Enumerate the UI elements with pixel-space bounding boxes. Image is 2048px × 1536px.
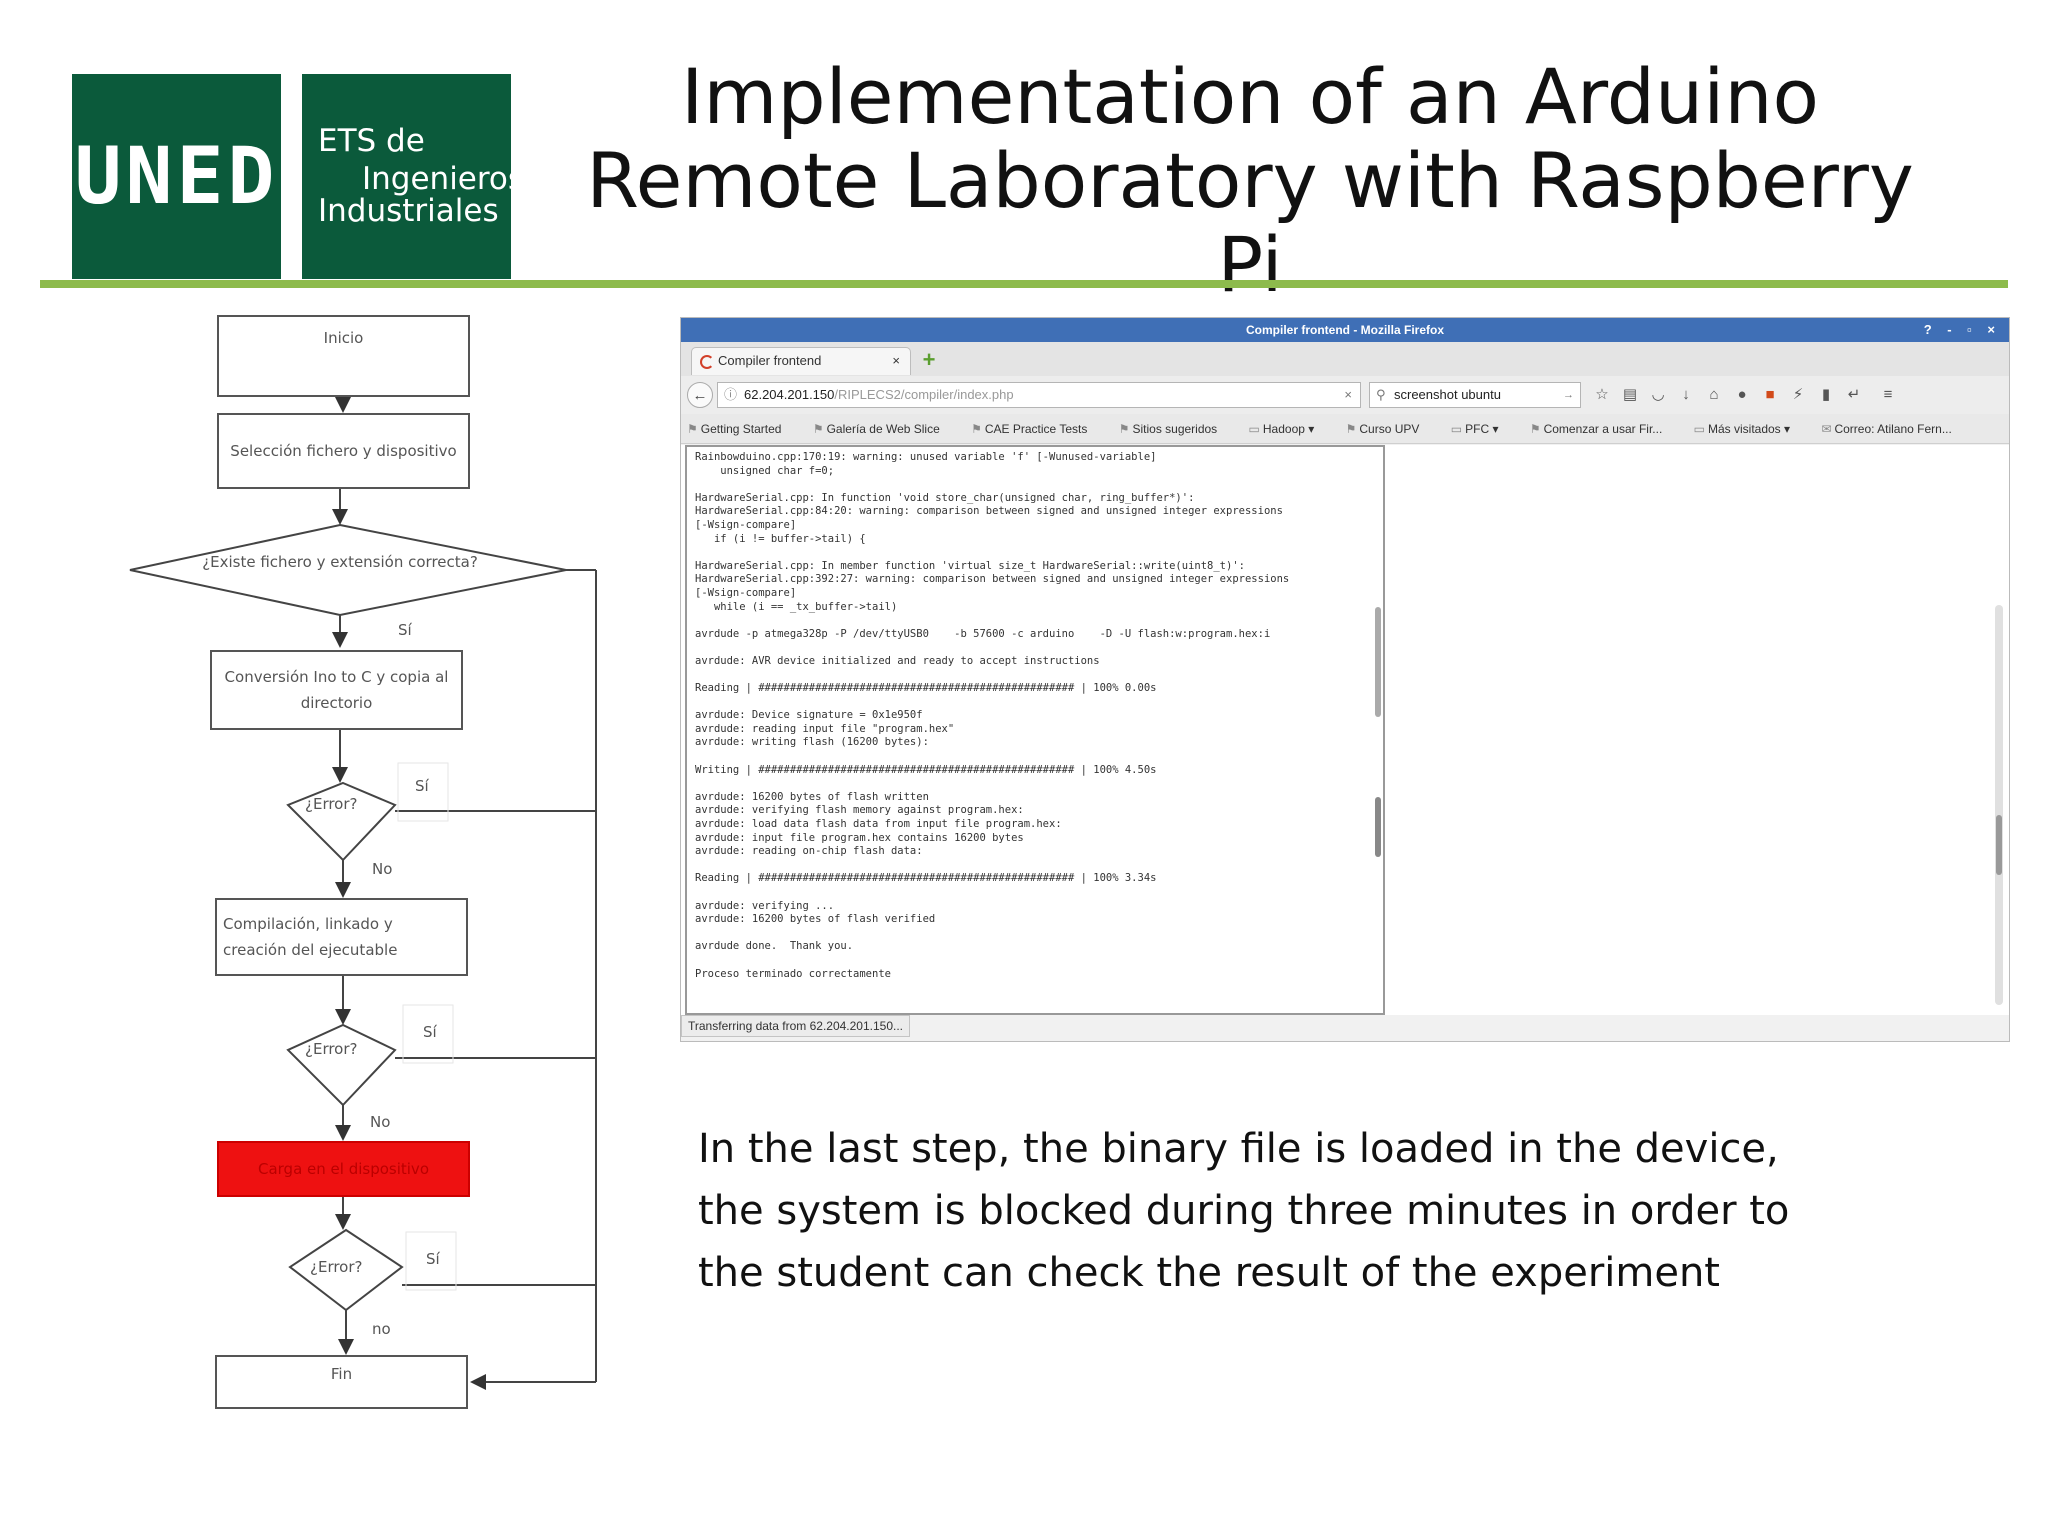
- flow-no-label-3: no: [372, 1320, 391, 1338]
- search-box[interactable]: ⚲ screenshot ubuntu →: [1369, 382, 1581, 408]
- window-title: Compiler frontend - Mozilla Firefox: [1245, 323, 1444, 337]
- title-divider: [40, 280, 2008, 288]
- translate-icon[interactable]: ↵: [1847, 386, 1861, 403]
- flow-error-label-3: ¿Error?: [310, 1258, 363, 1276]
- bookmark-mas-visitados[interactable]: ▭Más visitados ▾: [1693, 422, 1791, 436]
- ets-logo-line2: Ingenieros: [362, 161, 525, 197]
- url-path: /RIPLECS2/compiler/index.php: [834, 387, 1014, 402]
- flow-end-box: Fin: [215, 1355, 468, 1409]
- flow-start-box: Inicio: [217, 315, 470, 397]
- slide-caption: In the last step, the binary file is loa…: [698, 1118, 1898, 1304]
- bookmark-cae-tests[interactable]: ⚑CAE Practice Tests: [971, 422, 1088, 436]
- flow-select-box: Selección fichero y dispositivo: [217, 413, 470, 489]
- clipboard-icon[interactable]: ▮: [1821, 386, 1831, 403]
- textarea-scrollbar[interactable]: [1375, 607, 1381, 717]
- window-controls[interactable]: ? - ▫ ×: [1923, 322, 2001, 337]
- menu-icon[interactable]: ≡: [1883, 386, 1893, 403]
- download-icon[interactable]: ↓: [1682, 386, 1690, 403]
- bookmark-correo[interactable]: ✉Correo: Atilano Fern...: [1821, 422, 1952, 436]
- window-titlebar: Compiler frontend - Mozilla Firefox ? - …: [681, 318, 2009, 342]
- url-bar[interactable]: ⓘ 62.204.201.150/RIPLECS2/compiler/index…: [717, 382, 1361, 408]
- back-button[interactable]: ←: [687, 382, 713, 408]
- chat-icon[interactable]: ●: [1737, 386, 1747, 403]
- bookmark-comenzar[interactable]: ⚑Comenzar a usar Fir...: [1529, 422, 1663, 436]
- page-content: Rainbowduino.cpp:170:19: warning: unused…: [681, 445, 2009, 1015]
- info-icon[interactable]: ⓘ: [724, 387, 738, 402]
- flowchart: Inicio Selección fichero y dispositivo ¿…: [120, 305, 620, 1420]
- tab-bar: Compiler frontend × +: [681, 342, 2009, 376]
- decision-error2-diamond: [286, 1023, 397, 1107]
- tab-compiler-frontend[interactable]: Compiler frontend ×: [691, 347, 911, 375]
- pocket-icon[interactable]: ◡: [1651, 386, 1665, 403]
- home-icon[interactable]: ⌂: [1709, 386, 1719, 403]
- extension-icon[interactable]: ■: [1765, 386, 1775, 403]
- bookmark-star-icon[interactable]: ☆: [1595, 386, 1609, 403]
- loading-spinner-icon: [700, 355, 714, 369]
- flow-convert-box: Conversión Ino to C y copia al directori…: [210, 650, 463, 730]
- caption-line2: the system is blocked during three minut…: [698, 1188, 1790, 1234]
- clear-url-icon[interactable]: ×: [1344, 387, 1352, 402]
- flow-yes-label-2: Sí: [415, 777, 429, 795]
- compiler-output-textarea[interactable]: Rainbowduino.cpp:170:19: warning: unused…: [685, 445, 1385, 1015]
- flow-error-label-1: ¿Error?: [305, 795, 358, 813]
- navigation-bar: ← ⓘ 62.204.201.150/RIPLECS2/compiler/ind…: [681, 376, 2009, 414]
- flow-yes-label-4: Sí: [426, 1250, 440, 1268]
- uned-logo-text: UNED: [74, 131, 279, 222]
- bookmark-hadoop[interactable]: ▭Hadoop ▾: [1248, 422, 1315, 436]
- flow-error-label-2: ¿Error?: [305, 1040, 358, 1058]
- slide-title: Implementation of an Arduino Remote Labo…: [560, 55, 1940, 307]
- compiler-output-text: Rainbowduino.cpp:170:19: warning: unused…: [695, 451, 1290, 980]
- search-go-icon[interactable]: →: [1563, 389, 1574, 401]
- page-scrollbar[interactable]: [1995, 605, 2003, 1005]
- search-icon: ⚲: [1376, 387, 1386, 402]
- library-icon[interactable]: ▤: [1622, 386, 1638, 403]
- caption-line1: In the last step, the binary file is loa…: [698, 1126, 1779, 1172]
- tab-label: Compiler frontend: [718, 353, 822, 368]
- new-tab-button[interactable]: +: [922, 347, 936, 372]
- addon-icon[interactable]: ⚡: [1792, 386, 1804, 403]
- slide-title-line2: Remote Laboratory with Raspberry Pi: [586, 136, 1914, 309]
- bookmark-web-slice[interactable]: ⚑Galería de Web Slice: [812, 422, 940, 436]
- url-host: 62.204.201.150: [744, 387, 835, 402]
- flow-load-box: Carga en el dispositivo: [217, 1141, 470, 1197]
- status-bar: Transferring data from 62.204.201.150...: [681, 1015, 911, 1037]
- flow-no-label-1: No: [372, 860, 393, 878]
- close-tab-icon[interactable]: ×: [892, 353, 900, 368]
- ets-logo-line3: Industriales: [318, 193, 499, 229]
- flow-yes-label-1: Sí: [398, 621, 412, 639]
- bookmark-pfc[interactable]: ▭PFC ▾: [1450, 422, 1499, 436]
- flowchart-connectors: [129, 397, 597, 1390]
- ets-logo: ETS de Ingenieros Industriales: [302, 74, 524, 279]
- ets-logo-line1: ETS de: [318, 123, 425, 159]
- bookmark-sitios[interactable]: ⚑Sitios sugeridos: [1118, 422, 1218, 436]
- bookmark-getting-started[interactable]: ⚑Getting Started: [687, 422, 782, 436]
- flow-yes-label-3: Sí: [423, 1023, 437, 1041]
- flow-compile-box: Compilación, linkado y creación del ejec…: [215, 898, 468, 976]
- textarea-scroll-thumb[interactable]: [1375, 797, 1381, 857]
- bookmark-curso-upv[interactable]: ⚑Curso UPV: [1345, 422, 1420, 436]
- firefox-window: Compiler frontend - Mozilla Firefox ? - …: [680, 317, 2010, 1042]
- caption-line3: the student can check the result of the …: [698, 1250, 1720, 1296]
- uned-logo: UNED: [72, 74, 281, 279]
- slide-title-line1: Implementation of an Arduino: [680, 52, 1820, 141]
- flow-no-label-2: No: [370, 1113, 391, 1131]
- flow-check-file-label: ¿Existe fichero y extensión correcta?: [202, 553, 478, 571]
- page-scroll-thumb[interactable]: [1996, 815, 2002, 875]
- bookmarks-toolbar: ⚑Getting Started ⚑Galería de Web Slice ⚑…: [681, 414, 2009, 444]
- search-value: screenshot ubuntu: [1394, 387, 1501, 402]
